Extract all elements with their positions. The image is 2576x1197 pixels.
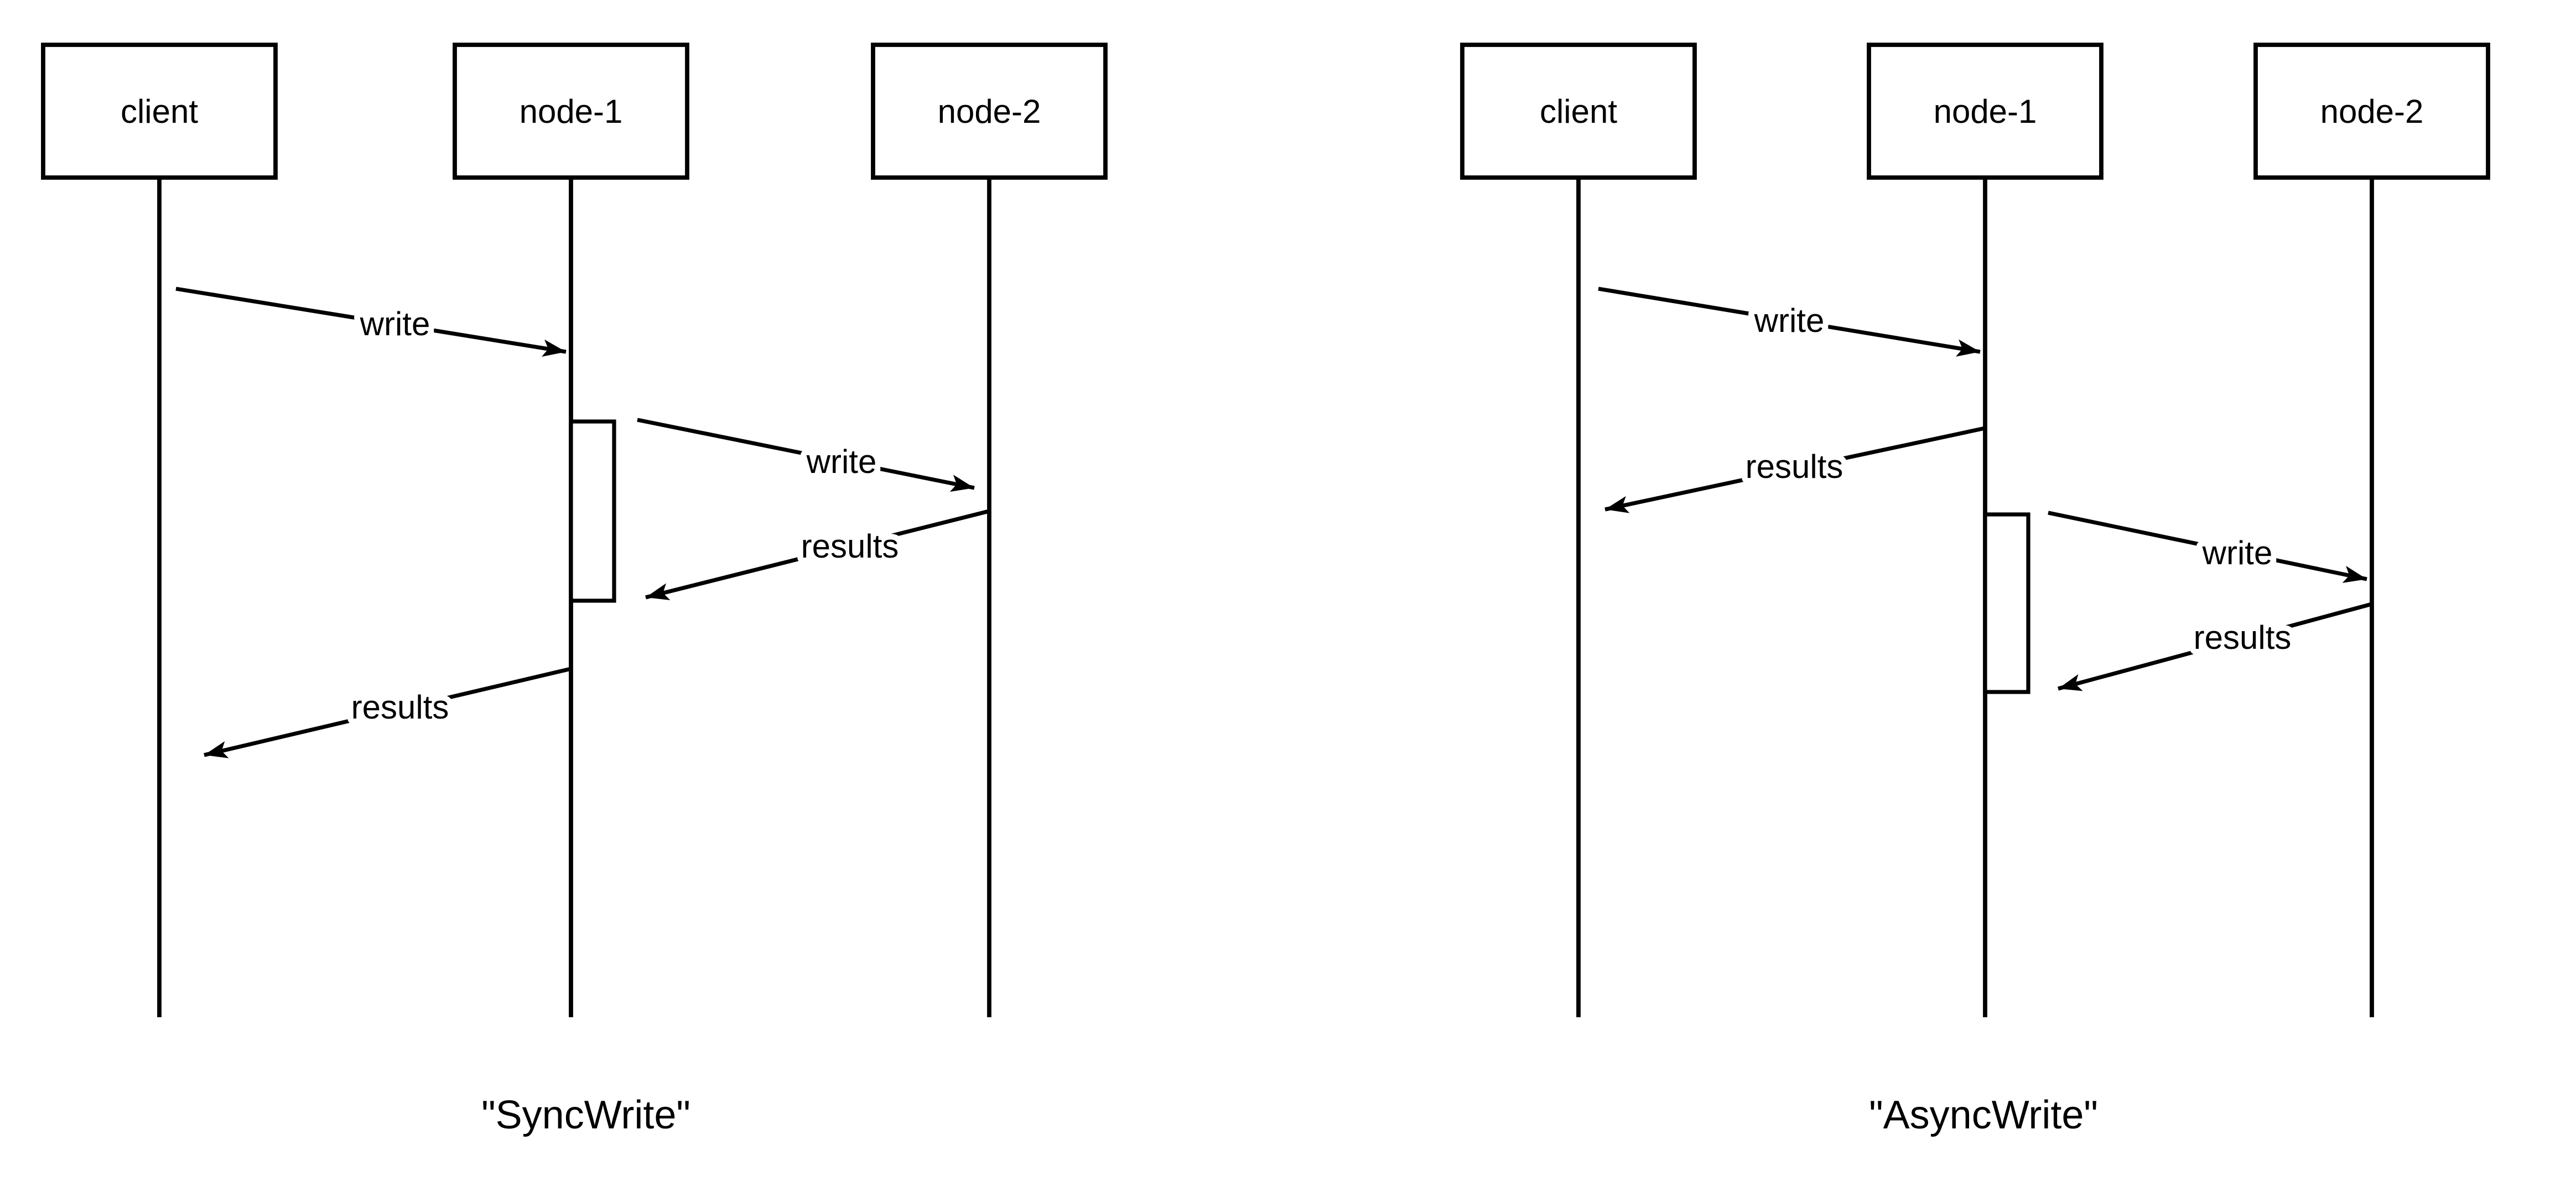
actor-box [871,43,1108,180]
activation-box-node-1 [1983,512,2030,694]
actor-label: node-2 [2320,93,2424,130]
message-label: write [2202,534,2273,571]
message-client-to-node1-write: write [175,287,567,357]
message-line [1604,426,1986,513]
message-line [2058,602,2372,691]
diagram-async-write: client node-1 node-2 write results write… [1460,43,2490,1137]
actor-label: client [121,93,198,130]
message-label: write [360,305,430,342]
message-node2-to-node1-results: results [2058,602,2372,691]
activation-box-node-1 [569,419,616,603]
message-label: results [2194,619,2292,656]
message-client-to-node1-write: write [1598,287,1981,357]
actor-client: client [41,43,278,180]
message-node2-to-node1-results: results [645,509,990,601]
message-label: results [351,689,449,726]
message-line [1598,287,1981,357]
message-node1-to-node2-write: write [2048,511,2367,583]
actor-label: node-2 [938,93,1041,130]
actor-node-2: node-2 [2253,43,2490,180]
actor-box [1460,43,1697,180]
message-line [645,509,990,601]
actor-label: node-1 [520,93,623,130]
message-label: results [1746,448,1843,485]
actor-box [2253,43,2490,180]
message-line [175,287,567,357]
message-label: write [806,443,877,480]
actor-box [1867,43,2104,180]
message-node1-to-client-results: results [204,667,572,758]
actor-node-2: node-2 [871,43,1108,180]
message-node1-to-node2-write: write [637,418,975,492]
diagram-sync-write: client node-1 node-2 write write results… [41,43,1108,1137]
async-write-caption: "AsyncWrite" [1869,1093,2098,1137]
actor-node-1: node-1 [1867,43,2104,180]
message-label: write [1754,302,1825,339]
actor-client: client [1460,43,1697,180]
actor-box [41,43,278,180]
actor-label: node-1 [1934,93,2037,130]
message-line [204,667,572,758]
actor-node-1: node-1 [453,43,689,180]
actor-box [453,43,689,180]
message-node1-to-client-results: results [1604,426,1986,513]
actor-label: client [1540,93,1617,130]
message-label: results [801,528,899,565]
message-line [637,418,975,492]
sync-write-caption: "SyncWrite" [481,1093,690,1137]
message-line [2048,511,2367,583]
